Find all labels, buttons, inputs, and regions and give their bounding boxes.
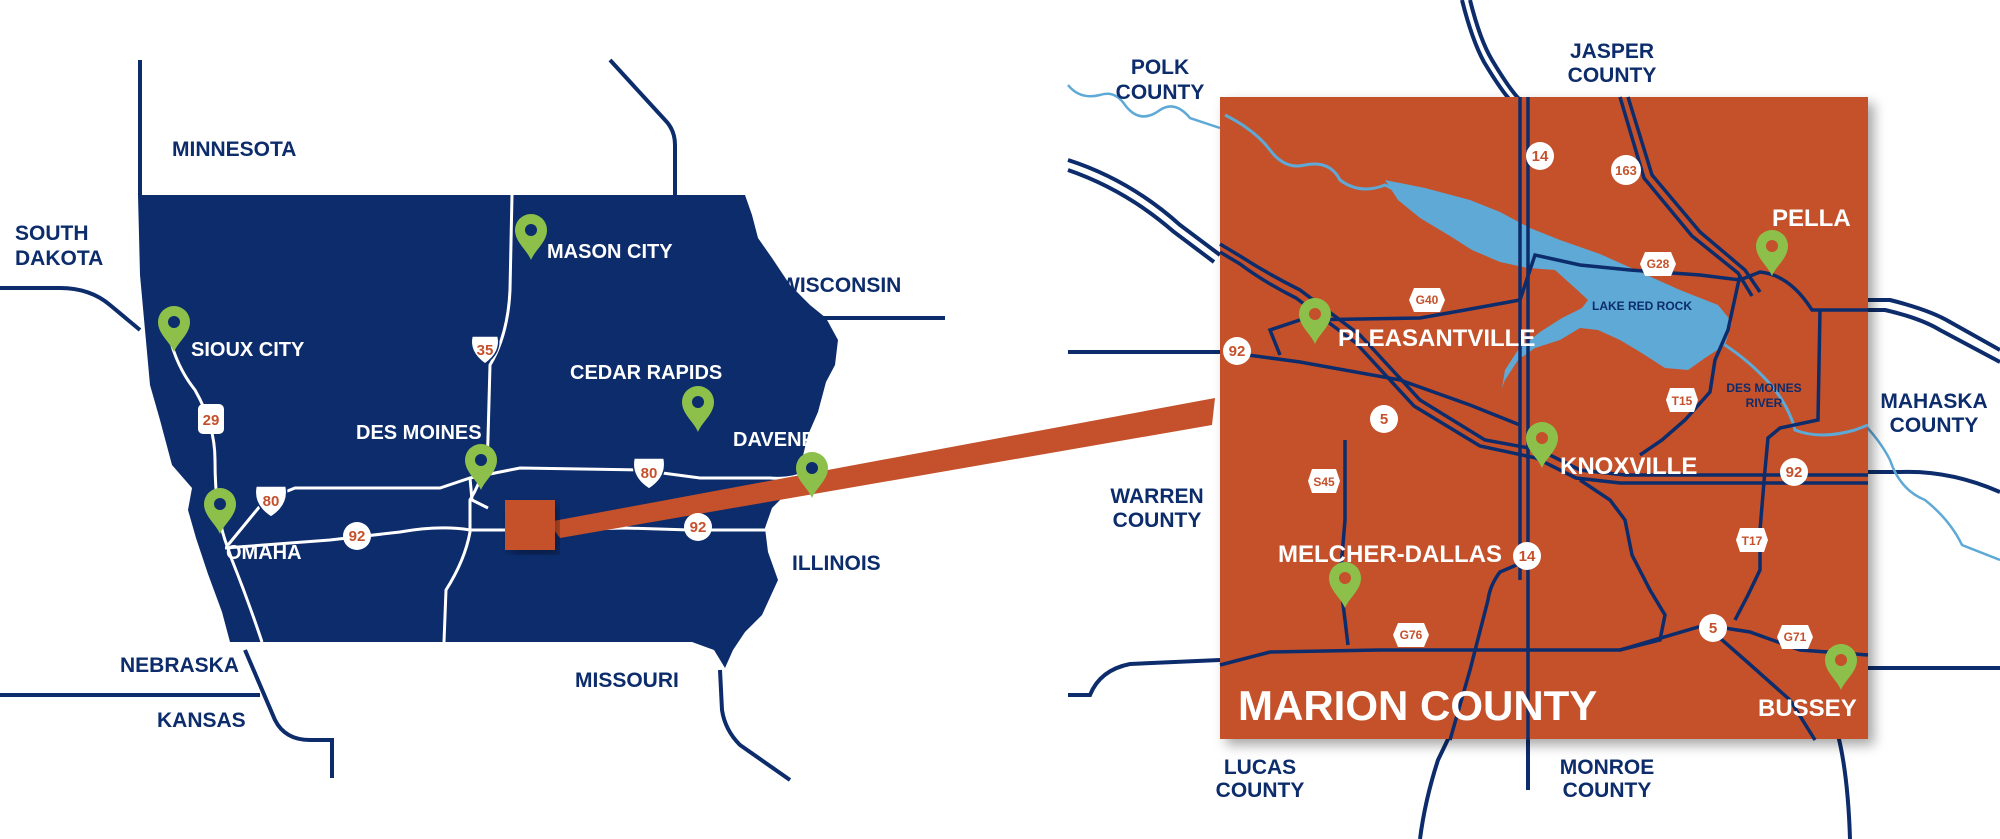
label-des-moines: DES MOINES <box>356 422 482 444</box>
label-lucas-line1: LUCAS <box>1224 756 1296 779</box>
lake-red-rock <box>1385 180 1732 388</box>
svg-text:5: 5 <box>1709 620 1717 637</box>
iowa-labels: MINNESOTA SOUTH DAKOTA WISCONSIN ILLINOI… <box>15 138 901 732</box>
svg-text:80: 80 <box>641 465 658 482</box>
label-omaha: OMAHA <box>226 542 302 564</box>
svg-text:92: 92 <box>690 519 707 536</box>
outside-rivers <box>1067 84 2000 562</box>
svg-text:G28: G28 <box>1647 257 1670 271</box>
label-kansas: KANSAS <box>157 709 246 732</box>
shield-5-south: 5 <box>1699 614 1727 642</box>
label-minnesota: MINNESOTA <box>172 138 296 161</box>
svg-text:35: 35 <box>477 342 494 359</box>
svg-text:T15: T15 <box>1672 394 1693 408</box>
outside-roads <box>1067 0 2000 839</box>
county-roads <box>1219 96 1869 741</box>
label-monroe-line1: MONROE <box>1560 756 1655 779</box>
svg-text:92: 92 <box>1229 343 1246 360</box>
svg-text:92: 92 <box>1786 464 1803 481</box>
label-pleasantville: PLEASANTVILLE <box>1338 325 1535 352</box>
svg-text:T17: T17 <box>1742 534 1763 548</box>
label-davenport: DAVENPORT <box>733 429 857 451</box>
svg-text:80: 80 <box>263 493 280 510</box>
label-mahaska-line1: MAHASKA <box>1880 390 1987 413</box>
shield-t17: T17 <box>1736 528 1768 552</box>
highway-shield-92-west: 92 <box>343 522 371 550</box>
shield-14-south: 14 <box>1513 542 1541 570</box>
label-des-moines-river-line2: RIVER <box>1746 396 1783 410</box>
shield-t15: T15 <box>1666 388 1698 412</box>
neighbor-county-labels: POLK COUNTY JASPER COUNTY MAHASKA COUNTY… <box>1110 40 1987 802</box>
svg-text:92: 92 <box>349 528 366 545</box>
marion-county-locator <box>505 500 555 550</box>
label-nebraska: NEBRASKA <box>120 654 239 677</box>
svg-text:163: 163 <box>1615 163 1637 178</box>
label-bussey: BUSSEY <box>1758 695 1857 722</box>
label-wisconsin: WISCONSIN <box>780 274 901 297</box>
label-south-dakota-line2: DAKOTA <box>15 247 103 270</box>
marion-county-map: 14 163 G28 G40 92 5 <box>1067 0 2000 839</box>
shield-g76: G76 <box>1393 623 1429 647</box>
highway-shield-29: 29 <box>198 404 224 434</box>
shield-g71: G71 <box>1777 625 1813 649</box>
svg-text:14: 14 <box>1532 148 1549 165</box>
svg-text:29: 29 <box>203 412 220 429</box>
shield-s45: S45 <box>1308 469 1340 493</box>
svg-text:G40: G40 <box>1416 293 1439 307</box>
highway-shield-80-west: 80 <box>254 485 288 518</box>
marion-county-area <box>1220 97 1868 739</box>
label-warren-line1: WARREN <box>1110 485 1203 508</box>
label-monroe-line2: COUNTY <box>1563 779 1652 802</box>
label-knoxville: KNOXVILLE <box>1560 453 1697 480</box>
svg-text:G76: G76 <box>1400 628 1423 642</box>
label-mason-city: MASON CITY <box>547 241 673 263</box>
label-polk-line1: POLK <box>1131 56 1189 79</box>
highway-shield-35: 35 <box>470 335 500 365</box>
label-lake-red-rock: LAKE RED ROCK <box>1592 299 1692 313</box>
shield-92-east: 92 <box>1780 458 1808 486</box>
label-south-dakota-line1: SOUTH <box>15 222 89 245</box>
label-missouri: MISSOURI <box>575 669 679 692</box>
water-features <box>1224 113 1869 437</box>
highway-shield-80-east: 80 <box>632 457 666 490</box>
label-jasper-line1: JASPER <box>1570 40 1654 63</box>
shield-g28: G28 <box>1640 252 1676 276</box>
svg-text:14: 14 <box>1519 548 1536 565</box>
label-des-moines-river-line1: DES MOINES <box>1726 381 1801 395</box>
label-sioux-city: SIOUX CITY <box>191 339 305 361</box>
shield-92-west: 92 <box>1223 337 1251 365</box>
label-marion-county: MARION COUNTY <box>1238 682 1597 729</box>
highway-shield-92-east: 92 <box>684 513 712 541</box>
label-pella: PELLA <box>1772 205 1851 232</box>
label-mahaska-line2: COUNTY <box>1890 414 1979 437</box>
label-warren-line2: COUNTY <box>1113 509 1202 532</box>
county-labels: PELLA PLEASANTVILLE KNOXVILLE MELCHER-DA… <box>1238 205 1857 729</box>
shield-g40: G40 <box>1409 288 1445 312</box>
shield-14-north: 14 <box>1526 142 1554 170</box>
label-illinois: ILLINOIS <box>792 552 881 575</box>
label-melcher-dallas: MELCHER-DALLAS <box>1278 541 1502 568</box>
county-highway-shields: 14 163 G28 G40 92 5 <box>1223 142 1813 649</box>
label-cedar-rapids: CEDAR RAPIDS <box>570 362 722 384</box>
des-moines-river <box>1224 113 1406 197</box>
shield-163: 163 <box>1611 155 1641 185</box>
svg-text:S45: S45 <box>1313 475 1335 489</box>
label-jasper-line2: COUNTY <box>1568 64 1657 87</box>
river-east <box>1724 343 1869 437</box>
svg-text:G71: G71 <box>1784 630 1807 644</box>
svg-text:5: 5 <box>1380 411 1388 428</box>
label-lucas-line2: COUNTY <box>1216 779 1305 802</box>
label-polk-line2: COUNTY <box>1116 81 1205 104</box>
marion-zoom-indicator <box>505 398 1215 550</box>
shield-5-north: 5 <box>1370 405 1398 433</box>
iowa-highway-shields: 35 29 80 80 92 92 <box>198 335 712 550</box>
